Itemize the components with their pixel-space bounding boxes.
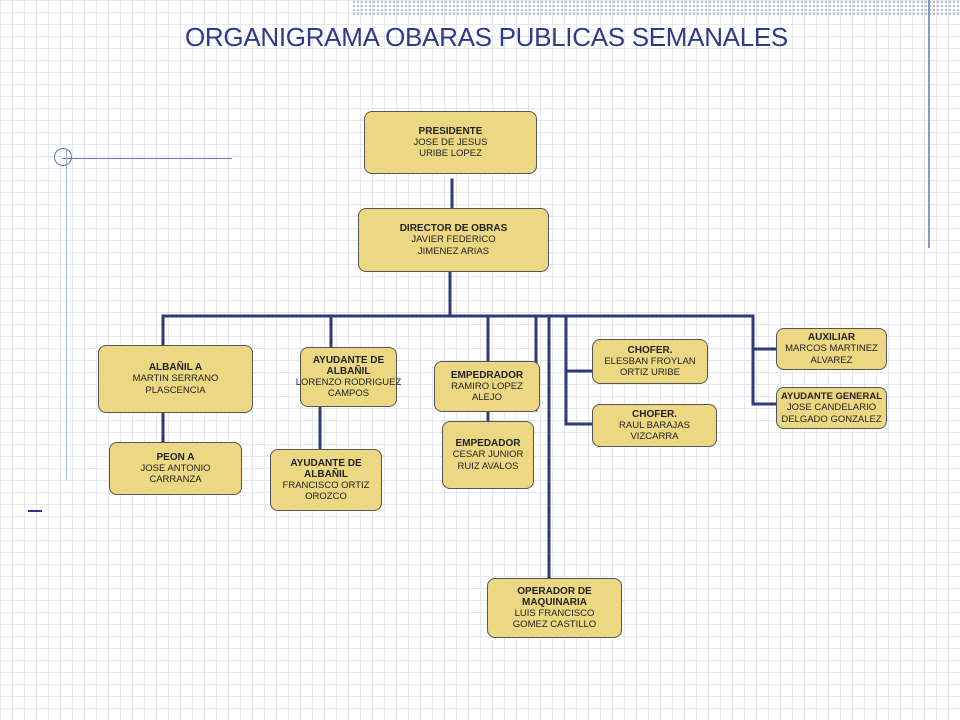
role-label: PEON A bbox=[156, 451, 195, 463]
role-label-line2: MAQUINARIA bbox=[522, 596, 587, 608]
role-label: DIRECTOR DE OBRAS bbox=[399, 223, 508, 234]
box-empedrador: EMPEDRADOR RAMIRO LOPEZ ALEJO bbox=[434, 361, 540, 412]
decorative-vertical-line-left bbox=[66, 150, 67, 480]
decorative-horizontal-line bbox=[62, 158, 232, 159]
box-auxiliar: AUXILIAR MARCOS MARTINEZ ALVAREZ bbox=[776, 328, 887, 370]
person-name-line1: RAUL BARAJAS bbox=[619, 419, 690, 431]
person-name-line2: ALEJO bbox=[471, 392, 503, 403]
box-chofer-2: CHOFER. RAUL BARAJAS VIZCARRA bbox=[592, 404, 717, 447]
person-name-line1: JOSE CANDELARIO bbox=[786, 402, 877, 413]
person-name-line1: RAMIRO LOPEZ bbox=[451, 380, 523, 392]
box-peon-a: PEON A JOSE ANTONIO CARRANZA bbox=[109, 442, 242, 495]
person-name-line2: OROZCO bbox=[305, 491, 347, 502]
box-presidente: PRESIDENTE JOSE DE JESUS URIBE LOPEZ bbox=[364, 111, 537, 174]
box-ayudante-de-albanil-2: AYUDANTE DE ALBAÑIL FRANCISCO ORTIZ OROZ… bbox=[270, 449, 382, 511]
box-ayudante-general: AYUDANTE GENERAL JOSE CANDELARIO DELGADO… bbox=[776, 387, 887, 429]
person-name-line1: JAVIER FEDERICO bbox=[411, 234, 496, 245]
person-name-line2: RUIZ AVALOS bbox=[457, 460, 519, 472]
box-ayudante-de-albanil-1: AYUDANTE DE ALBAÑIL LORENZO RODRIGUEZ CA… bbox=[296, 347, 401, 407]
person-name-line2: ORTIZ URIBE bbox=[620, 367, 680, 378]
role-label-line1: OPERADOR DE bbox=[517, 585, 592, 597]
person-name-line2: ALVAREZ bbox=[810, 354, 853, 366]
person-name-line2: DELGADO GONZALEZ bbox=[781, 413, 882, 425]
person-name-line2: VIZCARRA bbox=[630, 431, 679, 442]
role-label: AUXILIAR bbox=[807, 332, 856, 343]
box-empedador: EMPEDADOR CESAR JUNIOR RUIZ AVALOS bbox=[442, 421, 534, 489]
person-name-line1: JOSE DE JESUS bbox=[413, 136, 488, 148]
role-label-line1: AYUDANTE DE bbox=[312, 354, 385, 366]
box-director-de-obras: DIRECTOR DE OBRAS JAVIER FEDERICO JIMENE… bbox=[358, 208, 549, 272]
person-name-line2: PLASCENCIA bbox=[145, 384, 206, 396]
dotted-header-band bbox=[352, 0, 960, 16]
person-name-line1: JOSE ANTONIO bbox=[140, 462, 211, 474]
person-name-line1: MARCOS MARTINEZ bbox=[785, 343, 878, 354]
box-operador-de-maquinaria: OPERADOR DE MAQUINARIA LUIS FRANCISCO GO… bbox=[487, 578, 622, 638]
person-name-line2: GOMEZ CASTILLO bbox=[512, 619, 597, 630]
person-name-line1: CESAR JUNIOR bbox=[452, 449, 524, 460]
person-name-line2: URIBE LOPEZ bbox=[419, 148, 482, 159]
role-label: ALBAÑIL A bbox=[148, 362, 203, 373]
decorative-vertical-line bbox=[928, 0, 930, 248]
person-name-line1: MARTIN SERRANO bbox=[132, 373, 219, 384]
page-title: ORGANIGRAMA OBARAS PUBLICAS SEMANALES bbox=[185, 22, 788, 52]
person-name-line1: FRANCISCO ORTIZ bbox=[282, 479, 370, 491]
role-label-line2: ALBAÑIL bbox=[326, 365, 371, 377]
box-albanil-a: ALBAÑIL A MARTIN SERRANO PLASCENCIA bbox=[98, 345, 253, 413]
person-name-line1: LUIS FRANCISCO bbox=[514, 607, 595, 619]
role-label: EMPEDADOR bbox=[455, 438, 521, 449]
role-label-line2: ALBAÑIL bbox=[304, 468, 348, 480]
person-name-line1: ELESBAN FROYLAN bbox=[604, 355, 696, 367]
role-label: EMPEDRADOR bbox=[450, 369, 524, 381]
decorative-dash bbox=[28, 510, 42, 512]
person-name-line1: LORENZO RODRIGUEZ bbox=[295, 376, 402, 388]
role-label: CHOFER. bbox=[627, 344, 673, 356]
person-name-line2: CARRANZA bbox=[149, 474, 202, 485]
role-label: AYUDANTE GENERAL bbox=[781, 391, 882, 402]
role-label: PRESIDENTE bbox=[418, 125, 483, 137]
role-label: CHOFER. bbox=[632, 408, 677, 420]
person-name-line2: JIMENEZ ARIAS bbox=[417, 245, 490, 257]
decorative-circle bbox=[54, 148, 72, 166]
box-chofer-1: CHOFER. ELESBAN FROYLAN ORTIZ URIBE bbox=[592, 339, 708, 384]
role-label-line1: AYUDANTE DE bbox=[290, 457, 362, 469]
person-name-line2: CAMPOS bbox=[327, 388, 370, 399]
